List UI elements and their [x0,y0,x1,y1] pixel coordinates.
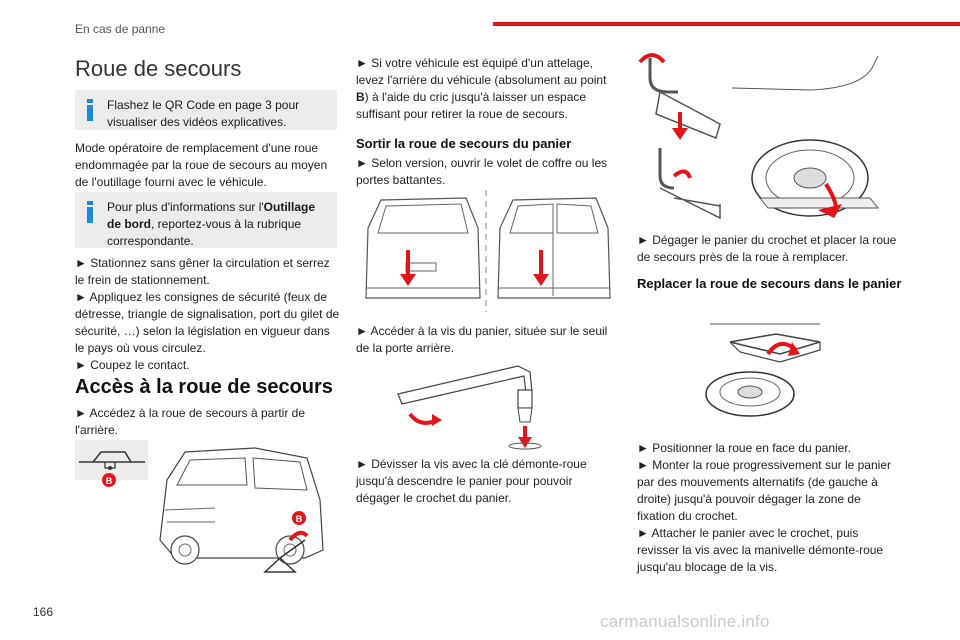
jack-text: ► Si votre véhicule est équipé d'un atte… [356,56,607,121]
step-item: ► Positionner la roue en face du panier. [637,441,852,455]
wheel-wrench-illustration [397,365,542,450]
rear-doors-illustration [365,190,611,312]
info-note-tools: Pour plus d'informations sur l'Outillage… [75,192,337,248]
info-note-tools-pre: Pour plus d'informations sur l' [107,200,264,214]
unscrew-text: ► Dévisser la vis avec la clé démonte-ro… [356,457,587,505]
steps-list: ► Stationnez sans gêner la circulation e… [75,255,340,374]
point-b-marker [292,511,306,525]
point-b-label: B [296,514,303,524]
info-icon [86,201,94,223]
info-note-tools-bold: Outillage de bord [107,200,315,231]
step-item: ► Stationnez sans gêner la circulation e… [75,256,330,287]
point-b-marker [102,473,116,487]
replace-steps-list: ► Positionner la roue en face du panier.… [637,440,902,576]
step-item: ► Attacher le panier avec le crochet, pu… [637,526,884,574]
header-accent-bar [493,22,960,26]
info-note-qr: Flashez le QR Code en page 3 pour visual… [75,90,337,130]
column-1: Roue de secours [75,55,340,83]
info-note-qr-text: Flashez le QR Code en page 3 pour visual… [107,98,300,129]
section-heading-remove: Sortir la roue de secours du panier [356,136,572,151]
open-doors-text: ► Selon version, ouvrir le volet de coff… [356,156,608,187]
section-heading-replace: Replacer la roue de secours dans le pani… [637,276,902,291]
page-title: Roue de secours [75,56,242,81]
step-item: ► Appliquez les consignes de sécurité (f… [75,290,340,355]
page-number: 166 [33,605,54,619]
place-wheel-text: ► Dégager le panier du crochet et placer… [637,233,897,264]
step-item: ► Monter la roue progressivement sur le … [637,458,891,523]
section-heading-access: Accès à la roue de secours [75,376,333,398]
section-header: En cas de panne [75,22,166,36]
intro-text: Mode opératoire de remplacement d'une ro… [75,141,328,189]
watermark-text: carmanualsonline.info [600,612,770,631]
basket-hook-illustration [638,53,880,220]
wheel-basket-illustration [705,323,821,417]
info-note-tools-post: , reportez-vous à la rubrique correspond… [107,217,302,248]
van-jack-illustration: B B [75,440,324,573]
info-icon [86,99,94,121]
point-b-label: B [106,476,113,486]
step-item: ► Coupez le contact. [75,358,190,372]
access-text: ► Accédez à la roue de secours à partir … [75,406,306,437]
access-screw-text: ► Accéder à la vis du panier, située sur… [356,324,608,355]
